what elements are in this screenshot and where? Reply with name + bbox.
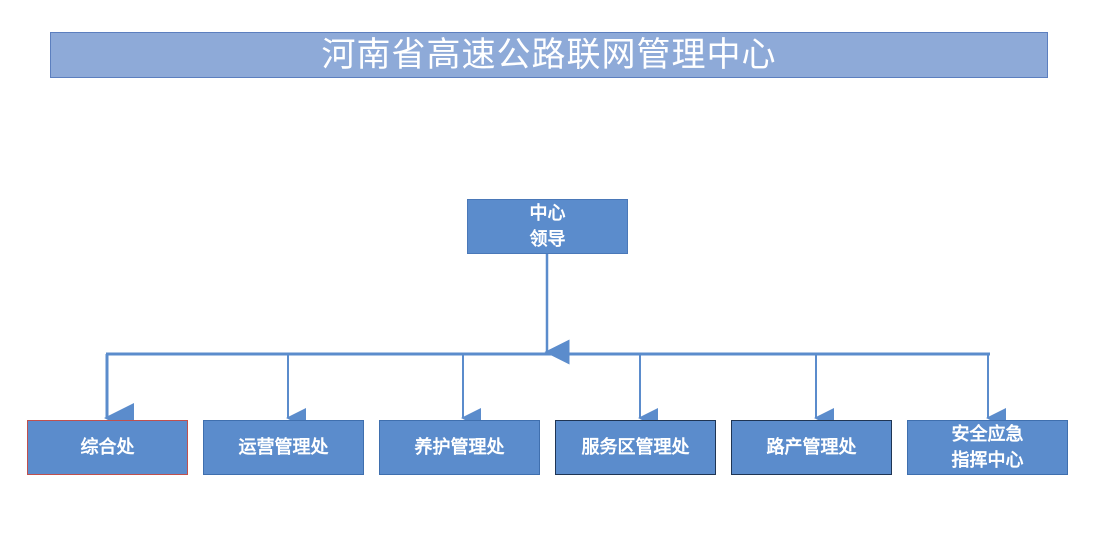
- leader-label-line2: 领导: [529, 228, 566, 250]
- dept-node-general-affairs: 综合处: [27, 420, 188, 475]
- dept-node-maintenance: 养护管理处: [379, 420, 540, 475]
- dept-node-operations: 运营管理处: [203, 420, 364, 475]
- center-leadership-node: 中心 领导: [467, 199, 628, 254]
- leader-label-line1: 中心: [529, 202, 566, 224]
- dept-label: 养护管理处: [414, 436, 505, 458]
- dept-node-safety-emergency: 安全应急 指挥中心: [907, 420, 1068, 475]
- dept-label: 综合处: [80, 436, 135, 458]
- dept-label: 运营管理处: [238, 436, 329, 458]
- dept-node-road-assets: 路产管理处: [731, 420, 892, 475]
- dept-label-line2: 指挥中心: [951, 449, 1024, 471]
- dept-label: 路产管理处: [766, 436, 857, 458]
- org-title: 河南省高速公路联网管理中心: [50, 32, 1048, 78]
- dept-node-service-area: 服务区管理处: [555, 420, 716, 475]
- dept-label: 服务区管理处: [581, 436, 690, 458]
- dept-label-line1: 安全应急: [951, 423, 1024, 445]
